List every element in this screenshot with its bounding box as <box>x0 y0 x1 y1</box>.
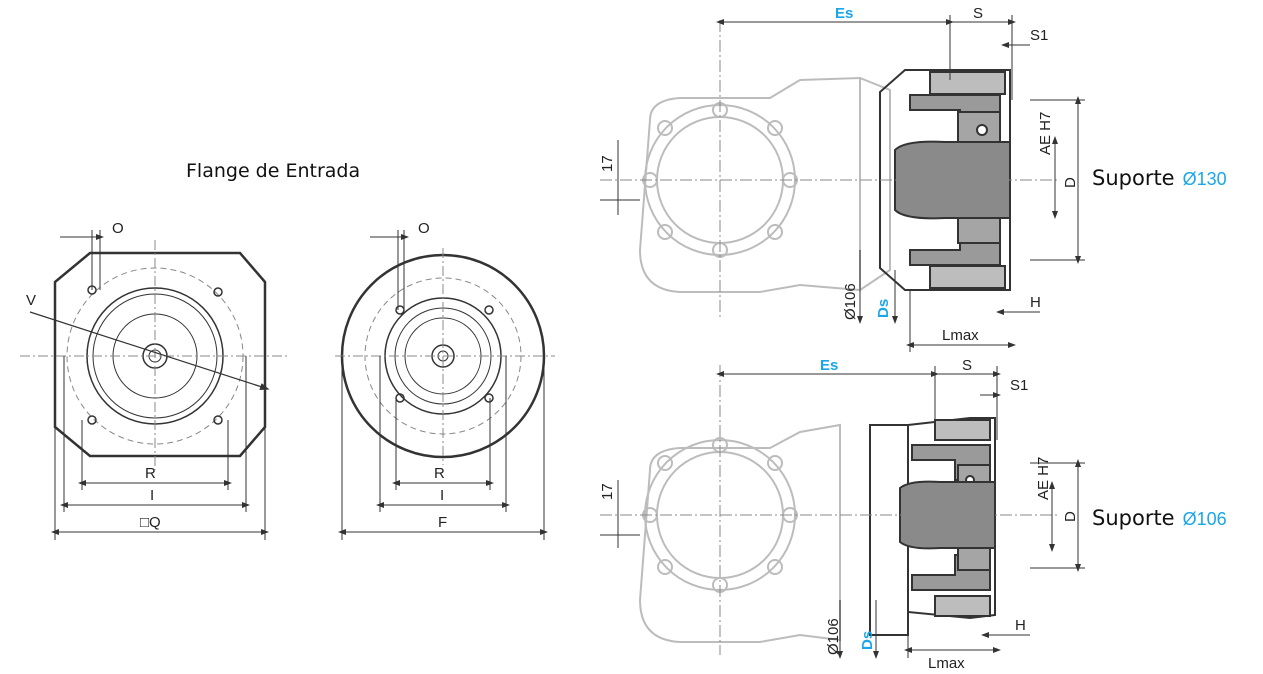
bolt-hole <box>484 393 494 403</box>
support-106-caption: Suporte Ø106 <box>1092 506 1227 530</box>
s130-dim-s1: S1 <box>1030 27 1048 44</box>
s130-dim-h: H <box>1030 294 1041 311</box>
round-dim-i: I <box>440 487 444 504</box>
bolt-hole <box>213 287 223 297</box>
round-dim-f: F <box>438 514 447 531</box>
s130-dim-dia106: Ø106 <box>842 283 859 320</box>
square-flange-view <box>20 230 290 540</box>
s106-dim-ae: AE H7 <box>1035 457 1052 500</box>
square-flange-outline <box>53 251 267 458</box>
bolt-hole <box>484 305 494 315</box>
s106-dim-s: S <box>962 357 972 374</box>
s106-dim-dia106: Ø106 <box>825 618 842 655</box>
s130-dim-s: S <box>973 5 983 22</box>
bolt-hole <box>213 415 223 425</box>
s106-dim-es: Es <box>820 357 838 374</box>
flange-title: Flange de Entrada <box>186 160 361 182</box>
support-130-view <box>600 15 1085 352</box>
support-130-size: Ø130 <box>1182 169 1227 189</box>
support-106-label: Suporte <box>1092 506 1175 530</box>
s106-dim-h: H <box>1015 617 1026 634</box>
support-130-caption: Suporte Ø130 <box>1092 166 1227 190</box>
bolt-hole <box>395 305 405 315</box>
round-flange-view <box>335 230 555 540</box>
support-106-view <box>600 365 1085 659</box>
square-dim-i: I <box>150 487 154 504</box>
s130-dim-17: 17 <box>599 155 616 172</box>
s130-dim-ae: AE H7 <box>1037 112 1054 155</box>
s106-dim-ds: Ds <box>859 631 876 650</box>
s106-dim-s1: S1 <box>1010 377 1028 394</box>
round-dim-r: R <box>434 465 445 482</box>
round-dim-o: O <box>418 220 430 237</box>
bolt-hole <box>87 415 97 425</box>
square-dim-o: O <box>112 220 124 237</box>
s106-dim-d: D <box>1062 511 1079 522</box>
s130-dim-es: Es <box>835 5 853 22</box>
square-dim-q: □Q <box>140 514 161 531</box>
s130-dim-lmax: Lmax <box>942 327 979 344</box>
support-106-size: Ø106 <box>1182 509 1227 529</box>
s106-dim-lmax: Lmax <box>928 655 965 672</box>
s106-dim-17: 17 <box>599 483 616 500</box>
square-dim-v: V <box>26 292 36 309</box>
s130-dim-d: D <box>1062 177 1079 188</box>
s130-dim-ds: Ds <box>875 299 892 318</box>
square-dim-r: R <box>145 465 156 482</box>
support-130-label: Suporte <box>1092 166 1175 190</box>
